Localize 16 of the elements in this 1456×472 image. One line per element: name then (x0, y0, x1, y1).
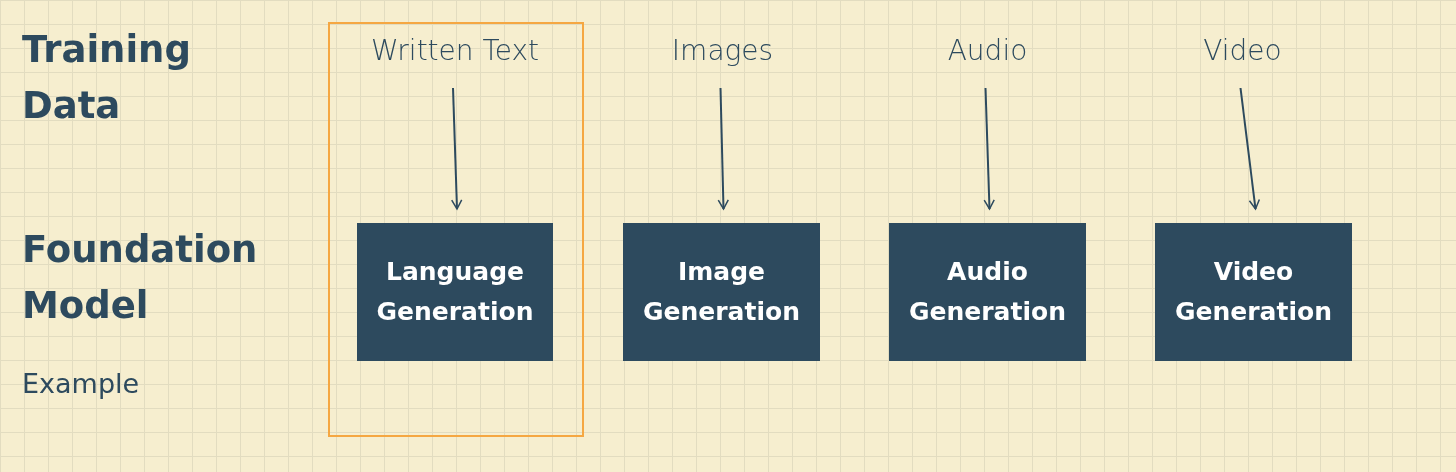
model-box: Image Generation (623, 223, 820, 361)
data-label: Images (640, 34, 805, 74)
row-heading: Training Data (22, 27, 192, 129)
row-label: Example (22, 368, 140, 399)
model-box: Language Generation (357, 223, 553, 361)
model-box: Audio Generation (889, 223, 1086, 361)
data-label: Written Text (345, 34, 565, 74)
arrow (983, 87, 995, 210)
data-label: Video (1160, 34, 1325, 74)
arrow (717, 87, 730, 210)
arrow (450, 87, 463, 210)
highlight-frame (328, 22, 584, 437)
row-heading: Foundation Model (22, 227, 259, 329)
model-box: Video Generation (1155, 223, 1352, 361)
data-label: Audio (905, 34, 1070, 74)
arrow (1239, 87, 1261, 210)
